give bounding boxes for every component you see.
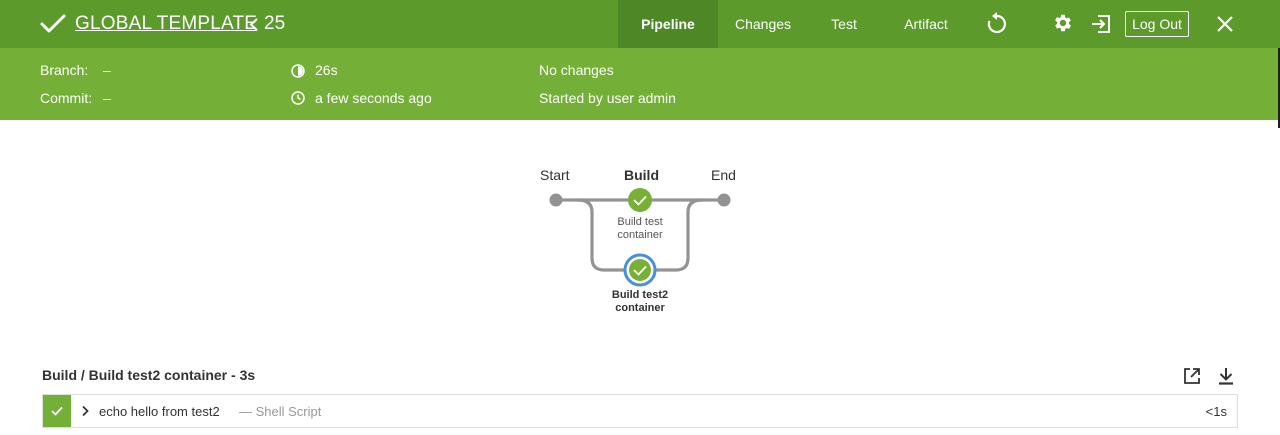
- step-type: — Shell Script: [239, 404, 322, 419]
- duration-value: 26s: [315, 62, 338, 78]
- time-ago: a few seconds ago: [315, 90, 432, 106]
- open-external-icon[interactable]: [1182, 366, 1202, 386]
- branch-label-build-test-container: Build test container: [617, 216, 663, 241]
- top-header: GLOBAL TEMPLATE 25 Pipeline Changes Test…: [0, 0, 1280, 48]
- chevron-right-icon[interactable]: [80, 405, 90, 417]
- check-icon: [51, 406, 63, 416]
- commit-value: –: [103, 90, 111, 106]
- end-node[interactable]: [717, 193, 731, 207]
- tab-artifact[interactable]: Artifact: [904, 16, 948, 32]
- branch-label: Branch:: [40, 62, 89, 78]
- branch-in-connector: [576, 198, 630, 272]
- chevron-left-icon: [249, 18, 258, 31]
- branch-node-build-test-container[interactable]: [628, 188, 652, 212]
- branch-value: –: [103, 62, 111, 78]
- run-summary: Branch: – Commit: – 26s a few seconds ag…: [0, 48, 1280, 120]
- end-label: End: [711, 167, 736, 183]
- pipeline-graph: Start Build End Build test container Bui…: [530, 160, 750, 330]
- commit-label: Commit:: [40, 90, 93, 106]
- start-node[interactable]: [549, 193, 563, 207]
- branch-label-build-test2-container: Build test2 container: [611, 289, 669, 314]
- log-step-row[interactable]: echo hello from test2 — Shell Script <1s: [42, 394, 1238, 428]
- tab-changes[interactable]: Changes: [734, 16, 792, 32]
- branch-node-build-test2-container[interactable]: [623, 253, 657, 287]
- tab-test[interactable]: Test: [831, 16, 857, 32]
- rerun-icon[interactable]: [985, 12, 1009, 36]
- logout-button[interactable]: Log Out: [1125, 11, 1189, 37]
- step-command: echo hello from test2: [99, 404, 220, 419]
- branch-out-connector: [650, 198, 704, 272]
- stage-label-build: Build: [624, 167, 659, 183]
- exit-icon[interactable]: [1090, 13, 1112, 35]
- pipeline-graph-lines: [549, 188, 731, 287]
- clock-icon: [291, 91, 305, 105]
- step-duration: <1s: [1205, 404, 1227, 419]
- started-by-text: Started by user admin: [539, 90, 676, 106]
- run-number: 25: [264, 13, 286, 34]
- step-status-success: [43, 395, 71, 427]
- window-edge: [1278, 48, 1280, 128]
- pipeline-title-link[interactable]: GLOBAL TEMPLATE: [75, 13, 258, 34]
- step-log-title: Build / Build test2 container - 3s: [42, 367, 256, 383]
- gear-icon[interactable]: [1052, 12, 1074, 34]
- tab-pipeline[interactable]: Pipeline: [618, 0, 718, 48]
- close-icon[interactable]: [1216, 15, 1234, 33]
- success-check-icon: [40, 14, 66, 33]
- duration-icon: [291, 64, 305, 78]
- download-icon[interactable]: [1217, 366, 1235, 386]
- start-label: Start: [540, 167, 570, 183]
- changes-text: No changes: [539, 62, 614, 78]
